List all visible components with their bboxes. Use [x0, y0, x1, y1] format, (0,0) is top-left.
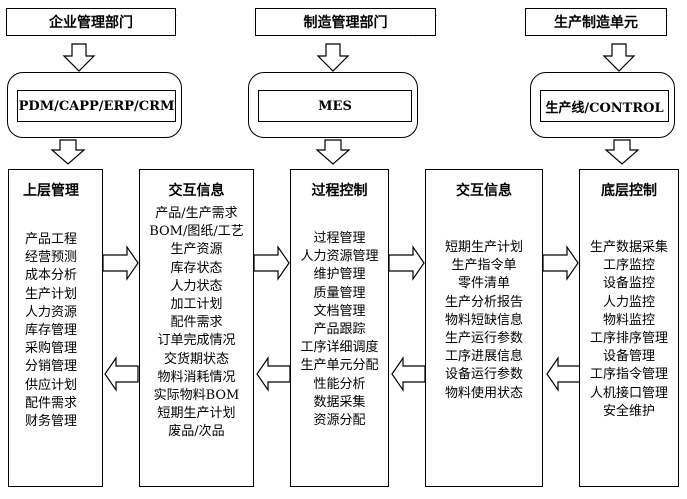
list-item: 短期生产计划	[157, 406, 236, 422]
system-label: 生产线/CONTROL	[545, 100, 664, 116]
header-label: 生产制造单元	[554, 15, 638, 31]
column-process-control: 过程控制 过程管理 人力资源管理 维护管理 质量管理 文档管理 产品跟踪 工序详…	[290, 169, 389, 487]
left-arrow-1	[104, 356, 139, 392]
right-arrow-3	[253, 245, 290, 281]
system-box-production-line-control: 生产线/CONTROL	[540, 90, 669, 122]
list-item: 过程管理	[313, 231, 366, 246]
column-title: 交互信息	[456, 183, 512, 199]
list-item: 设备监控	[602, 276, 655, 292]
system-box-pdm-capp-erp-crm: PDM/CAPP/ERP/CRM	[17, 90, 176, 122]
list-item: 物料短缺信息	[444, 312, 523, 328]
list-item: 设备管理	[602, 349, 655, 365]
list-item: 人力资源	[25, 304, 78, 320]
list-item: 采购管理	[25, 341, 78, 357]
column-items: 短期生产计划 生产指令单 零件清单 生产分析报告 物料短缺信息 生产运行参数 工…	[426, 239, 542, 403]
list-item: 成本分析	[25, 268, 78, 284]
list-item: 财务管理	[25, 414, 78, 430]
down-arrow-header-1	[62, 43, 96, 72]
header-production-unit: 生产制造单元	[525, 8, 667, 36]
list-item: 设备运行参数	[444, 367, 523, 383]
list-item: 供应计划	[25, 377, 78, 393]
header-manufacturing-management: 制造管理部门	[255, 8, 436, 36]
list-item: 生产单元分配	[300, 358, 379, 374]
list-item: 维护管理	[313, 267, 366, 283]
system-pill-production-line: 生产线/CONTROL	[530, 72, 675, 138]
column-interaction-info-1: 交互信息 产品/生产需求 BOM/图纸/工艺 生产资源 库存状态 人力状态 加工…	[139, 169, 254, 487]
system-box-mes: MES	[258, 90, 412, 122]
right-arrow-4	[542, 245, 579, 281]
list-item: 物料消耗情况	[157, 369, 236, 385]
list-item: 产品/生产需求	[155, 206, 238, 221]
list-item: 人力监控	[602, 294, 655, 310]
column-title: 底层控制	[601, 183, 657, 199]
column-items: 生产数据采集 工序监控 设备监控 人力监控 物料监控 工序排序管理 设备管理 工…	[580, 239, 678, 421]
list-item: 产品工程	[25, 232, 78, 247]
header-label: 制造管理部门	[303, 15, 388, 31]
list-item: 质量管理	[313, 285, 366, 301]
list-item: 人力状态	[170, 278, 223, 294]
list-item: BOM/图纸/工艺	[149, 224, 244, 240]
list-item: 人机接口管理	[589, 385, 668, 401]
list-item: 生产运行参数	[444, 331, 523, 347]
list-item: 生产指令单	[451, 258, 517, 274]
list-item: 性能分析	[313, 376, 366, 392]
list-item: 生产计划	[25, 286, 78, 302]
column-items: 过程管理 人力资源管理 维护管理 质量管理 文档管理 产品跟踪 工序详细调度 生…	[291, 230, 388, 430]
header-label: 企业管理部门	[49, 15, 133, 31]
list-item: 工序指令管理	[589, 367, 668, 383]
system-pill-mes: MES	[248, 72, 418, 138]
column-bottom-control: 底层控制 生产数据采集 工序监控 设备监控 人力监控 物料监控 工序排序管理 设…	[579, 169, 679, 487]
list-item: 零件清单	[457, 276, 510, 292]
list-item: 库存状态	[170, 260, 223, 276]
list-item: 工序排序管理	[589, 331, 668, 347]
column-items: 产品/生产需求 BOM/图纸/工艺 生产资源 库存状态 人力状态 加工计划 配件…	[140, 205, 253, 442]
list-item: 文档管理	[313, 303, 366, 319]
left-arrow-4	[546, 356, 581, 392]
down-arrow-pill-2	[315, 139, 351, 165]
list-item: 配件需求	[170, 315, 223, 331]
down-arrow-pill-3	[604, 139, 640, 165]
list-item: 交货期状态	[163, 351, 229, 367]
down-arrow-header-3	[602, 43, 636, 72]
list-item: 工序监控	[602, 258, 655, 274]
header-enterprise-management: 企业管理部门	[6, 8, 176, 36]
list-item: 短期生产计划	[444, 240, 523, 255]
list-item: 数据采集	[313, 394, 366, 410]
column-upper-management: 上层管理 产品工程 经营预测 成本分析 生产计划 人力资源 库存管理 采购管理 …	[8, 169, 103, 487]
list-item: 分销管理	[25, 359, 78, 375]
system-pill-enterprise: PDM/CAPP/ERP/CRM	[7, 72, 182, 138]
down-arrow-header-2	[316, 43, 350, 72]
list-item: 生产数据采集	[589, 240, 668, 255]
list-item: 物料监控	[602, 312, 655, 328]
system-label: PDM/CAPP/ERP/CRM	[18, 98, 175, 114]
list-item: 安全维护	[602, 403, 655, 419]
left-arrow-3	[391, 356, 426, 392]
column-title: 过程控制	[311, 183, 368, 199]
right-arrow-2	[388, 245, 425, 281]
column-interaction-info-2: 交互信息 短期生产计划 生产指令单 零件清单 生产分析报告 物料短缺信息 生产运…	[425, 169, 543, 487]
list-item: 物料使用状态	[444, 385, 523, 401]
system-label: MES	[318, 98, 352, 114]
right-arrow-1	[102, 245, 139, 281]
down-arrow-pill-1	[50, 139, 86, 165]
list-item: 订单完成情况	[157, 333, 236, 349]
list-item: 人力资源管理	[300, 249, 379, 265]
list-item: 工序详细调度	[300, 340, 379, 356]
list-item: 生产分析报告	[444, 294, 523, 310]
list-item: 经营预测	[25, 250, 78, 266]
list-item: 产品跟踪	[313, 322, 366, 338]
column-title: 交互信息	[168, 183, 225, 199]
column-items: 产品工程 经营预测 成本分析 生产计划 人力资源 库存管理 采购管理 分销管理 …	[25, 231, 102, 431]
list-item: 废品/次品	[168, 424, 225, 440]
list-item: 加工计划	[170, 297, 223, 313]
left-arrow-2	[256, 356, 291, 392]
list-item: 配件需求	[25, 395, 78, 411]
column-title: 上层管理	[23, 183, 79, 199]
list-item: 生产资源	[170, 242, 223, 258]
list-item: 实际物料BOM	[153, 388, 240, 404]
list-item: 工序进展信息	[444, 349, 523, 365]
list-item: 资源分配	[313, 413, 366, 429]
list-item: 库存管理	[25, 323, 78, 339]
